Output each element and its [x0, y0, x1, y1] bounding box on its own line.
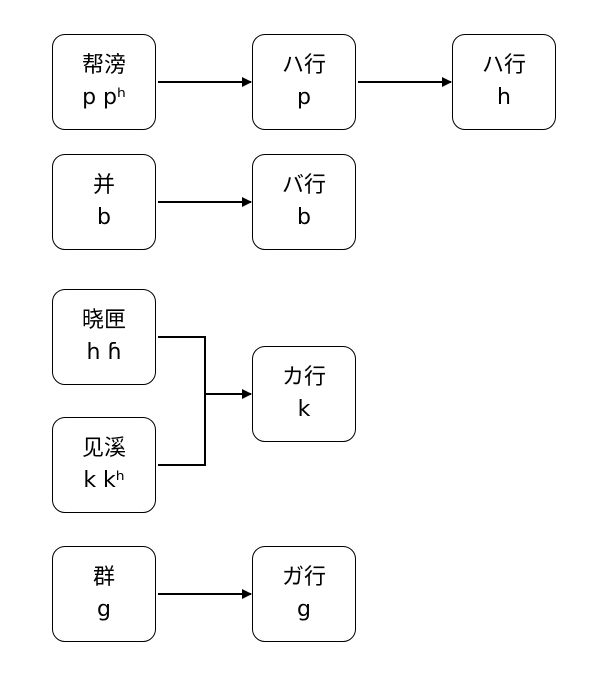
node-bangpang-label: 帮滂: [81, 53, 126, 78]
node-jianxi-ipa: k kʰ: [83, 468, 125, 493]
node-ha-p: ハ行 p: [252, 34, 356, 130]
node-jianxi: 见溪 k kʰ: [52, 417, 156, 513]
node-ha-h-label: ハ行: [481, 53, 526, 78]
node-jianxi-label: 见溪: [81, 436, 126, 461]
node-ga-label: ガ行: [281, 565, 326, 590]
node-ka-ipa: k: [297, 397, 311, 422]
node-bangpang: 帮滂 p pʰ: [52, 34, 156, 130]
node-bing-label: 并: [92, 173, 115, 198]
node-bangpang-ipa: p pʰ: [82, 85, 126, 110]
node-ha-h: ハ行 h: [452, 34, 556, 130]
node-bing: 并 b: [52, 154, 156, 250]
node-ha-p-label: ハ行: [281, 53, 326, 78]
node-bing-ipa: b: [97, 205, 111, 230]
node-qun-ipa: g: [97, 597, 111, 622]
node-xiaoxia: 晓匣 h ɦ: [52, 289, 156, 385]
connector-jianxi-to-merge: [158, 394, 206, 466]
node-xiaoxia-ipa: h ɦ: [86, 340, 122, 365]
node-ga: ガ行 g: [252, 546, 356, 642]
node-xiaoxia-label: 晓匣: [81, 308, 126, 333]
node-ha-h-ipa: h: [497, 85, 511, 110]
node-ga-ipa: g: [297, 597, 311, 622]
node-ba-label: バ行: [281, 173, 326, 198]
node-qun: 群 g: [52, 546, 156, 642]
node-qun-label: 群: [92, 565, 115, 590]
node-ha-p-ipa: p: [297, 85, 311, 110]
node-ka-label: カ行: [281, 365, 326, 390]
node-ka: カ行 k: [252, 346, 356, 442]
connector-xiaoxia-to-merge: [158, 336, 206, 394]
node-ba: バ行 b: [252, 154, 356, 250]
node-ba-ipa: b: [297, 205, 311, 230]
